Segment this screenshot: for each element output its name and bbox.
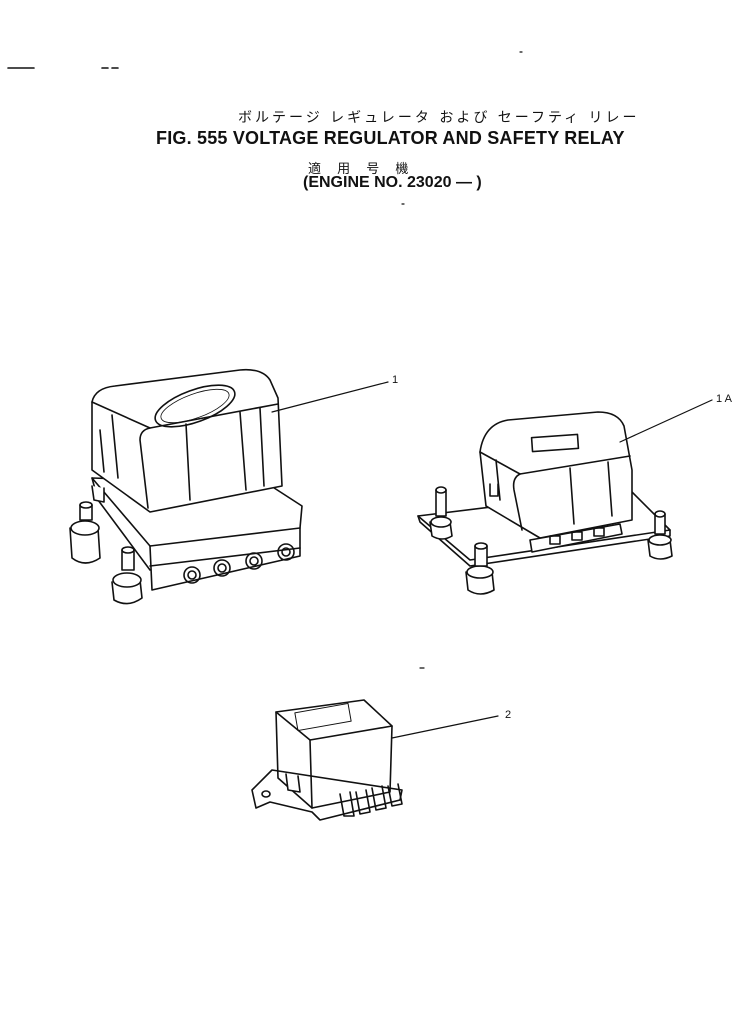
engine-number-range: (ENGINE NO. 23020 — ) <box>303 174 482 191</box>
title-japanese: ボルテージ レギュレータ および セーフティ リレー <box>238 110 640 126</box>
part-callout-1a: 1 A <box>716 393 732 405</box>
safety-relay-part-2 <box>251 699 403 821</box>
voltage-regulator-part-1a <box>417 411 673 595</box>
figure-title: FIG. 555 VOLTAGE REGULATOR AND SAFETY RE… <box>156 128 625 148</box>
part-callout-1: 1 <box>392 374 399 386</box>
voltage-regulator-part-1 <box>69 368 303 605</box>
applicability-japanese: 適 用 号 機 <box>308 162 415 177</box>
part-callout-2: 2 <box>505 709 512 721</box>
